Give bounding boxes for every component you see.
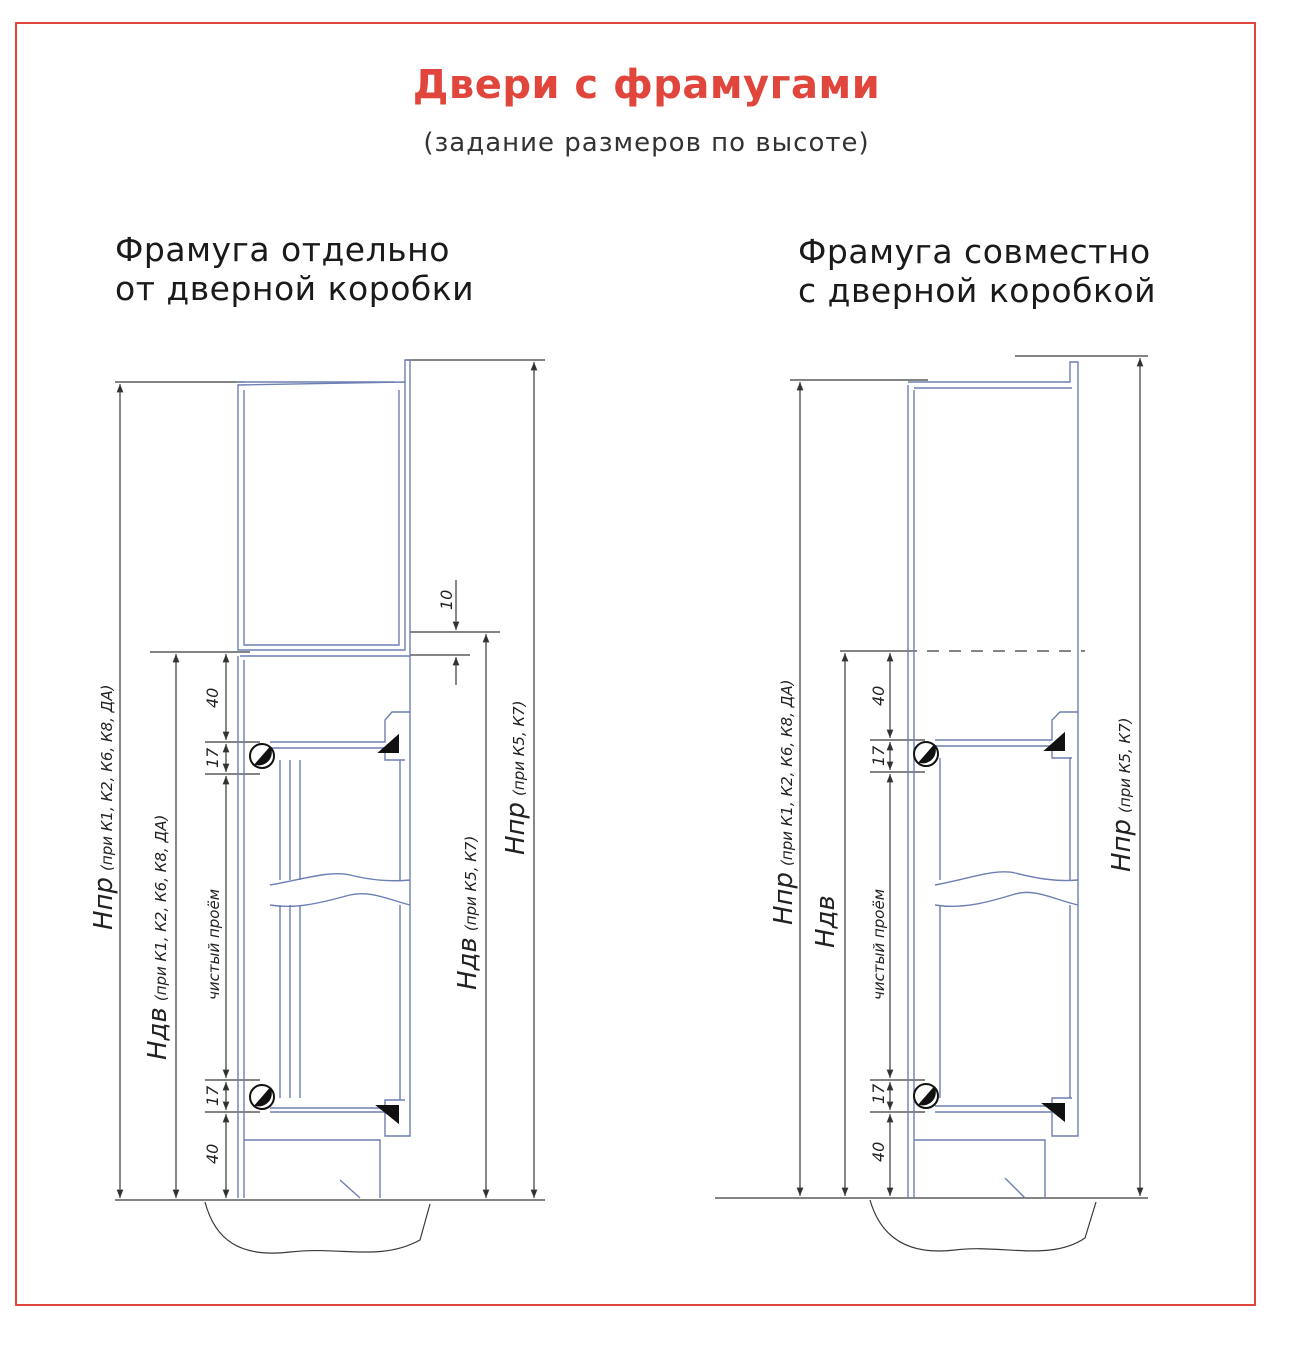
page-subtitle: (задание размеров по высоте) bbox=[423, 128, 870, 158]
right-dim-17-bottom: 17 bbox=[869, 1083, 888, 1104]
left-clear-opening-label: чистый проём bbox=[205, 889, 223, 1000]
left-dim-17-bottom: 17 bbox=[203, 1085, 222, 1106]
left-heading: Фрамуга отдельно от дверной коробки bbox=[115, 230, 474, 308]
right-drawing bbox=[715, 355, 1148, 1252]
svg-text:Hдв(при К5, К7): Hдв (при К5, К7) bbox=[453, 836, 483, 990]
left-dim-10: 10 bbox=[437, 590, 456, 610]
right-seals bbox=[913, 731, 1065, 1123]
svg-text:Hпр(при К5, К7): Hпр (при К5, К7) bbox=[501, 700, 531, 855]
svg-text:Hпр(при К1, К2, К6, К8, ДА): Hпр (при К1, К2, К6, К8, ДА) bbox=[89, 684, 119, 930]
left-npr-label: Hпр bbox=[89, 877, 119, 930]
page-title: Двери с фрамугами bbox=[412, 62, 881, 108]
svg-text:Hпр(при К5, К7): Hпр (при К5, К7) bbox=[1107, 717, 1137, 872]
left-heading-line1: Фрамуга отдельно bbox=[115, 230, 450, 269]
right-dim-40-bottom: 40 bbox=[869, 1142, 888, 1162]
right-heading-line2: с дверной коробкой bbox=[798, 271, 1157, 310]
right-npr-note: (при К1, К2, К6, К8, ДА) bbox=[778, 679, 796, 865]
right-npr-label: Hпр bbox=[769, 872, 799, 925]
left-hdv-note: (при К1, К2, К6, К8, ДА) bbox=[152, 815, 170, 1001]
right-heading: Фрамуга совместно с дверной коробкой bbox=[798, 232, 1156, 310]
left-hdv2-label: Hдв bbox=[453, 937, 483, 990]
right-heading-line1: Фрамуга совместно bbox=[798, 232, 1151, 271]
left-profile bbox=[236, 359, 411, 1199]
right-dim-17-top: 17 bbox=[869, 745, 888, 766]
right-npr2-note: (при К5, К7) bbox=[1116, 717, 1134, 812]
right-dim-40-top: 40 bbox=[869, 686, 888, 706]
left-npr2-note: (при К5, К7) bbox=[510, 700, 528, 795]
right-npr2-label: Hпр bbox=[1107, 819, 1137, 872]
left-floor-section bbox=[204, 1201, 431, 1254]
right-hdv-label: Hдв bbox=[811, 895, 841, 948]
left-dim-40-bottom: 40 bbox=[203, 1144, 222, 1164]
left-npr2-label: Hпр bbox=[501, 802, 531, 855]
left-dim-40-top: 40 bbox=[203, 688, 222, 708]
left-heading-line2: от дверной коробки bbox=[115, 269, 475, 308]
right-floor-section bbox=[869, 1199, 1097, 1252]
left-hdv-label: Hдв bbox=[143, 1007, 173, 1060]
page-border bbox=[15, 22, 1256, 1306]
right-clear-opening-label: чистый проём bbox=[870, 889, 888, 1000]
svg-text:Hдв(при К1, К2, К6, К8, ДА): Hдв (при К1, К2, К6, К8, ДА) bbox=[143, 815, 173, 1060]
left-hdv2-note: (при К5, К7) bbox=[462, 836, 480, 931]
left-dim-17-top: 17 bbox=[203, 747, 222, 768]
left-npr-note: (при К1, К2, К6, К8, ДА) bbox=[98, 684, 116, 870]
left-drawing bbox=[115, 359, 545, 1254]
left-seals bbox=[249, 733, 399, 1125]
svg-text:Hпр(при К1, К2, К6, К8, ДА): Hпр (при К1, К2, К6, К8, ДА) bbox=[769, 679, 799, 925]
right-profile bbox=[907, 361, 1079, 1199]
